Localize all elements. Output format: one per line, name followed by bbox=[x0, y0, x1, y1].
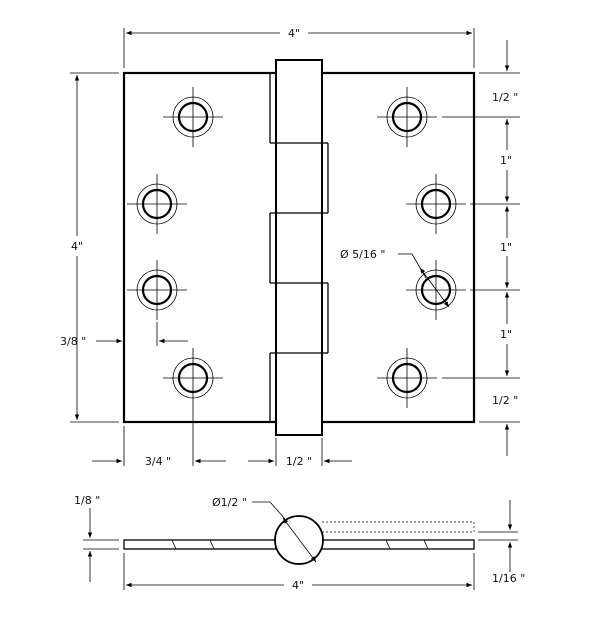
screw-hole bbox=[406, 174, 466, 234]
screw-hole bbox=[377, 87, 437, 147]
dimension-top-width: 4" bbox=[123, 27, 475, 68]
dimension-knuckle-width: 1/2 " bbox=[248, 438, 352, 468]
dimension-side-gap: 1/16 " bbox=[478, 500, 525, 585]
dimension-side-width: 4" bbox=[123, 553, 475, 592]
screw-hole bbox=[127, 174, 187, 234]
dim-label-pin-diameter: Ø1/2 " bbox=[212, 496, 247, 509]
dim-label-right-top: 1/2 " bbox=[492, 91, 518, 104]
dim-label-left-height: 4" bbox=[71, 240, 83, 253]
dim-label-right-bottom: 1/2 " bbox=[492, 394, 518, 407]
dimension-edge-to-hole: 3/8 " bbox=[60, 322, 188, 348]
dim-label-hole-offset: 3/4 " bbox=[145, 455, 171, 468]
dimension-hole-offset: 3/4 " bbox=[92, 408, 226, 468]
dim-label-knuckle-width: 1/2 " bbox=[286, 455, 312, 468]
dimension-pin-diameter: Ø1/2 " bbox=[212, 496, 317, 563]
dimension-right-spacing: 1/2 " 1" 1" 1" 1/2 " bbox=[442, 40, 520, 456]
dim-label-leaf-thickness: 1/8 " bbox=[74, 494, 100, 507]
dim-label-side-width: 4" bbox=[292, 579, 304, 592]
dimension-left-height: 4" bbox=[70, 72, 119, 423]
dim-label-top-width: 4" bbox=[288, 27, 300, 40]
dim-label-edge-to-hole: 3/8 " bbox=[60, 335, 86, 348]
dim-label-right-3: 1" bbox=[500, 328, 512, 341]
dim-label-right-2: 1" bbox=[500, 241, 512, 254]
dim-label-right-1: 1" bbox=[500, 154, 512, 167]
hinge-front-view bbox=[122, 59, 476, 436]
dimension-hole-diameter: Ø 5/16 " bbox=[340, 248, 450, 308]
screw-hole bbox=[163, 87, 223, 147]
dim-label-side-gap: 1/16 " bbox=[492, 572, 525, 585]
screw-hole bbox=[127, 260, 187, 320]
dimension-leaf-thickness: 1/8 " bbox=[74, 494, 119, 582]
screw-hole bbox=[377, 348, 437, 408]
hinge-knuckle bbox=[269, 59, 329, 436]
dim-label-hole-diameter: Ø 5/16 " bbox=[340, 248, 385, 261]
screw-hole bbox=[163, 348, 223, 408]
